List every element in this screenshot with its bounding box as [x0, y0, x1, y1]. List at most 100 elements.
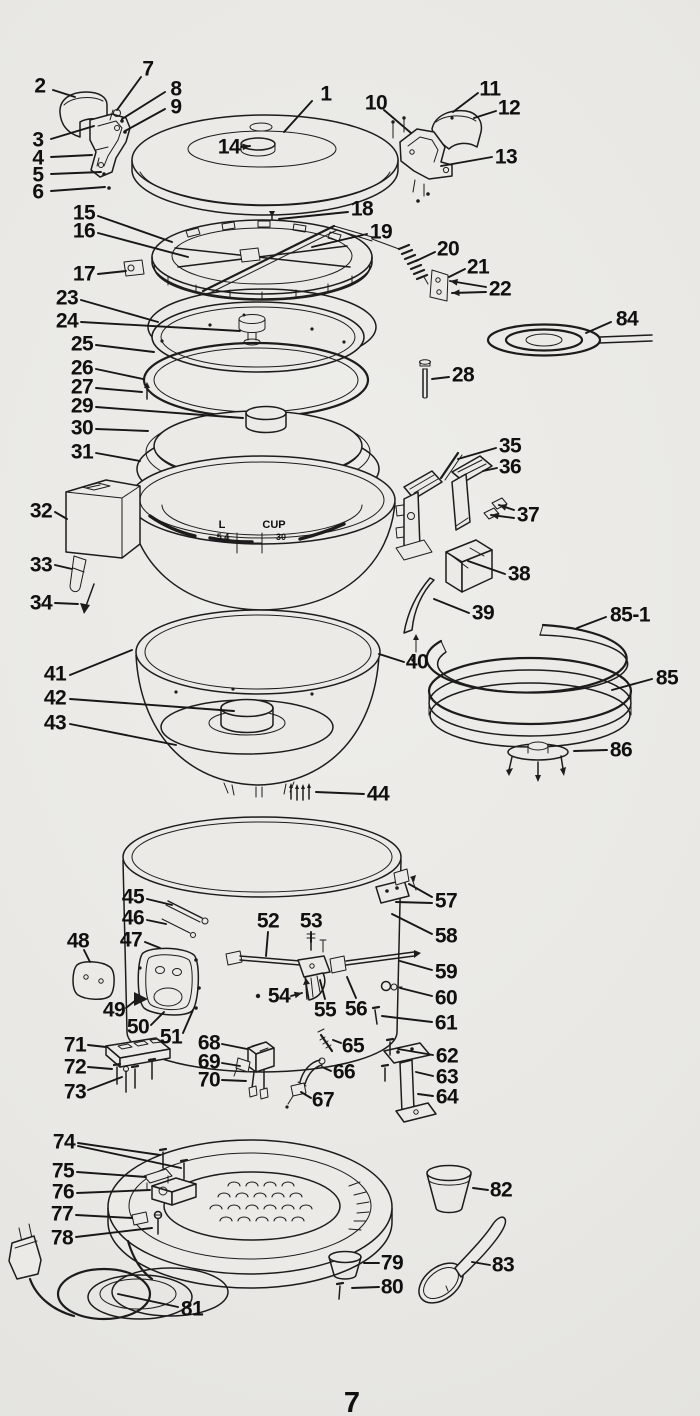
part-52-lever-bar: [225, 950, 313, 967]
part-83-rice-spoon: [418, 1216, 507, 1304]
leader-line-8: [121, 91, 166, 120]
leader-line-49: [125, 999, 137, 1009]
part-label-71: 71: [64, 1034, 87, 1057]
leader-line-40: [378, 653, 405, 663]
leader-line-7: [116, 76, 142, 111]
part-70-terminals: [248, 1069, 269, 1100]
leader-line-70: [221, 1079, 247, 1082]
part-label-61: 61: [435, 1012, 458, 1035]
part-label-37: 37: [517, 504, 539, 527]
part-label-60: 60: [435, 987, 457, 1010]
leader-line-36: [482, 467, 498, 472]
part-label-68: 68: [198, 1032, 221, 1055]
leader-arrow-14: [242, 143, 250, 151]
part-label-44: 44: [367, 783, 390, 806]
leader-line-46: [146, 919, 167, 925]
leader-line-30: [95, 428, 149, 432]
part-label-16: 16: [73, 220, 95, 243]
part-label-48: 48: [67, 930, 90, 953]
part-label-50: 50: [127, 1016, 149, 1039]
part-label-55: 55: [314, 999, 337, 1022]
part-label-13: 13: [495, 146, 517, 169]
leader-line-23: [80, 299, 159, 323]
part-label-40: 40: [406, 651, 428, 674]
leader-line-33: [54, 564, 73, 570]
part-label-4: 4: [32, 147, 44, 170]
leader-line-80: [351, 1286, 380, 1289]
part-1-outer-lid: [131, 114, 399, 216]
part-label-38: 38: [508, 563, 531, 586]
leader-line-60: [399, 987, 433, 997]
part-label-41: 41: [44, 663, 67, 686]
part-label-85-1: 85-1: [610, 604, 651, 627]
part-58-bracket: [375, 868, 417, 904]
leader-line-78: [75, 1227, 153, 1238]
part-42-center-hub: [208, 698, 286, 736]
leader-line-74: [77, 1145, 182, 1169]
part-label-1: 1: [320, 83, 332, 106]
part-label-28: 28: [452, 364, 475, 387]
leader-line-35: [457, 447, 497, 460]
part-37-clips: [483, 497, 508, 520]
part-label-83: 83: [492, 1254, 514, 1277]
leader-arrow-37: [491, 512, 499, 520]
part-label-67: 67: [312, 1089, 334, 1112]
leader-line-27: [95, 387, 143, 393]
leader-arrow-54: [293, 991, 302, 999]
leader-line-41: [69, 649, 133, 676]
part-label-7: 7: [142, 58, 153, 81]
part-label-2: 2: [34, 75, 45, 98]
part-label-22: 22: [489, 278, 511, 301]
part-label-5: 5: [32, 164, 44, 187]
part-85-heater-band: [427, 656, 633, 748]
part-34-motion-arrow: [80, 583, 95, 614]
part-82-measuring-cup: [426, 1164, 472, 1214]
part-25-inner-lid-plate: [151, 301, 365, 373]
leader-line-55: [319, 979, 326, 1000]
leader-line-73: [87, 1076, 123, 1091]
part-label-15: 15: [73, 202, 96, 225]
leader-line-84: [585, 321, 612, 334]
part-3-4-hinge-bracket-left: [89, 113, 131, 178]
part-5-6-hinge-screws-left: [96, 157, 111, 190]
part-label-76: 76: [52, 1181, 74, 1204]
part-label-18: 18: [351, 198, 374, 221]
part-label-52: 52: [257, 910, 279, 933]
part-label-85: 85: [656, 667, 679, 690]
part-label-45: 45: [122, 886, 145, 909]
part-label-64: 64: [436, 1086, 459, 1109]
part-label-54: 54: [268, 985, 291, 1008]
part-65-screw: [317, 1028, 334, 1053]
part-label-58: 58: [435, 925, 458, 948]
part-label-69: 69: [198, 1051, 220, 1074]
leader-line-52: [265, 931, 269, 957]
part-60-screw: [380, 980, 403, 992]
part-75-76-thermostat: [143, 1168, 197, 1206]
leader-line-19: [311, 233, 368, 248]
leader-line-48: [83, 949, 91, 963]
part-label-70: 70: [198, 1069, 220, 1092]
leader-line-83: [471, 1261, 491, 1266]
leader-arrow-22: [450, 278, 458, 286]
part-label-66: 66: [333, 1061, 355, 1084]
part-label-77: 77: [51, 1203, 73, 1226]
part-38-bracket: [445, 539, 493, 593]
leader-line-75: [76, 1171, 147, 1178]
part-label-65: 65: [342, 1035, 365, 1058]
leader-arrow-37: [499, 504, 508, 511]
part-44-screws: [289, 783, 311, 801]
part-49-arrow-mark: [134, 992, 148, 1006]
part-15-16-clamp-ring: [123, 219, 373, 301]
leader-line-71: [87, 1044, 107, 1048]
leader-line-5: [50, 171, 102, 175]
leader-line-1: [283, 100, 313, 133]
leader-line-62: [397, 1048, 434, 1056]
part-label-80: 80: [381, 1276, 403, 1299]
pot-scale-liter-label: L: [219, 519, 226, 531]
part-label-34: 34: [30, 592, 53, 615]
part-47-control-panel: [137, 947, 201, 1016]
leader-line-68: [221, 1043, 248, 1050]
leader-line-43: [69, 723, 177, 746]
part-56-rod: [329, 950, 421, 974]
